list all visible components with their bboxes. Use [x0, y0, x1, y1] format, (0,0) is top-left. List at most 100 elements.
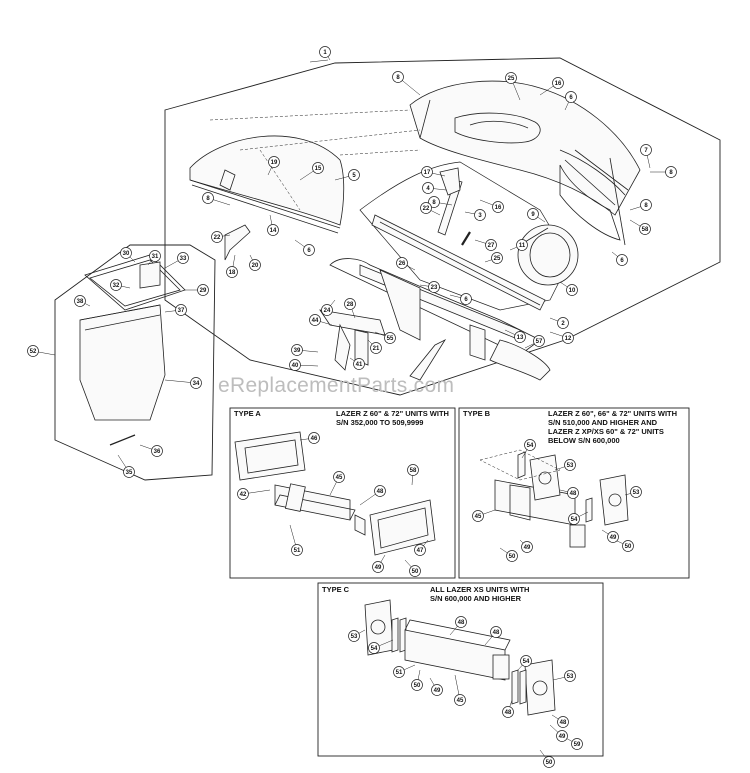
- callout-49: 49: [521, 541, 533, 553]
- callout-1: 1: [319, 46, 331, 58]
- callout-circle: [533, 335, 545, 347]
- callout-6: 6: [460, 293, 472, 305]
- callout-label: 45: [475, 514, 482, 520]
- callout-42: 42: [237, 488, 249, 500]
- callout-5: 5: [348, 169, 360, 181]
- callout-48: 48: [455, 616, 467, 628]
- callout-circle: [344, 298, 356, 310]
- callout-circle: [319, 46, 331, 58]
- callout-8: 8: [428, 196, 440, 208]
- callout-circle: [556, 730, 568, 742]
- callout-circle: [607, 531, 619, 543]
- callout-label: 50: [625, 544, 632, 550]
- callout-12: 12: [562, 332, 574, 344]
- callout-label: 49: [610, 535, 617, 541]
- callout-circle: [267, 224, 279, 236]
- callout-16: 16: [492, 201, 504, 213]
- callout-circle: [557, 317, 569, 329]
- callout-circle: [384, 332, 396, 344]
- callout-8: 8: [392, 71, 404, 83]
- callout-8: 8: [640, 199, 652, 211]
- callout-48: 48: [557, 716, 569, 728]
- callout-label: 24: [324, 308, 331, 314]
- callout-label: 32: [113, 283, 120, 289]
- callout-label: 44: [312, 318, 319, 324]
- callout-label: 59: [574, 742, 581, 748]
- callout-circle: [372, 561, 384, 573]
- callout-20: 20: [249, 259, 261, 271]
- callout-50: 50: [409, 565, 421, 577]
- callout-label: 23: [431, 285, 438, 291]
- callout-38: 38: [74, 295, 86, 307]
- callout-label: 34: [193, 381, 200, 387]
- callout-48: 48: [490, 626, 502, 638]
- callout-circle: [149, 250, 161, 262]
- callout-circle: [520, 655, 532, 667]
- callout-circle: [524, 439, 536, 451]
- callout-circle: [506, 550, 518, 562]
- callout-8: 8: [202, 192, 214, 204]
- callout-53: 53: [348, 630, 360, 642]
- callout-circle: [348, 630, 360, 642]
- callout-label: 50: [546, 760, 553, 766]
- callout-44: 44: [309, 314, 321, 326]
- watermark: eReplacementParts.com: [218, 374, 454, 397]
- callout-circle: [151, 445, 163, 457]
- callout-26: 26: [396, 257, 408, 269]
- callout-54: 54: [524, 439, 536, 451]
- callout-57: 57: [533, 335, 545, 347]
- callout-circle: [74, 295, 86, 307]
- callout-circle: [505, 72, 517, 84]
- bag-outline: [54, 244, 216, 481]
- callout-34: 34: [190, 377, 202, 389]
- callout-label: 20: [252, 263, 259, 269]
- callout-30: 30: [120, 247, 132, 259]
- callout-53: 53: [564, 459, 576, 471]
- callout-label: 41: [356, 362, 363, 368]
- side-cover: [189, 135, 345, 234]
- callout-47: 47: [414, 544, 426, 556]
- callout-circle: [190, 377, 202, 389]
- callout-label: 28: [347, 302, 354, 308]
- callout-24: 24: [321, 304, 333, 316]
- callout-circle: [411, 679, 423, 691]
- callout-49: 49: [556, 730, 568, 742]
- callout-36: 36: [151, 445, 163, 457]
- callout-circle: [309, 314, 321, 326]
- callout-50: 50: [622, 540, 634, 552]
- callout-label: 38: [77, 299, 84, 305]
- callout-6: 6: [303, 244, 315, 256]
- callout-circle: [177, 252, 189, 264]
- callout-label: 48: [505, 710, 512, 716]
- callout-circle: [202, 192, 214, 204]
- callout-label: 8: [206, 196, 210, 202]
- callout-circle: [474, 209, 486, 221]
- callout-circle: [502, 706, 514, 718]
- callout-label: 57: [536, 339, 543, 345]
- callout-circle: [492, 201, 504, 213]
- callout-label: 31: [152, 254, 159, 260]
- callout-10: 10: [566, 284, 578, 296]
- callout-4: 4: [422, 182, 434, 194]
- callout-circle: [566, 284, 578, 296]
- callout-label: 53: [351, 634, 358, 640]
- callout-circle: [485, 239, 497, 251]
- callout-circle: [211, 231, 223, 243]
- type-b-heading: TYPE B: [463, 409, 491, 418]
- callout-label: 22: [214, 235, 221, 241]
- callout-label: 49: [559, 734, 566, 740]
- callout-label: 54: [527, 443, 534, 449]
- callout-circle: [123, 466, 135, 478]
- callout-label: 35: [126, 470, 133, 476]
- callout-31: 31: [149, 250, 161, 262]
- callout-22: 22: [420, 202, 432, 214]
- callout-circle: [422, 182, 434, 194]
- callout-label: 7: [644, 148, 648, 154]
- type-c-heading: TYPE C: [322, 585, 350, 594]
- callout-15: 15: [312, 162, 324, 174]
- callout-52: 52: [27, 345, 39, 357]
- callout-circle: [289, 359, 301, 371]
- callout-label: 45: [457, 698, 464, 704]
- callout-circle: [27, 345, 39, 357]
- callout-label: 1: [323, 50, 327, 56]
